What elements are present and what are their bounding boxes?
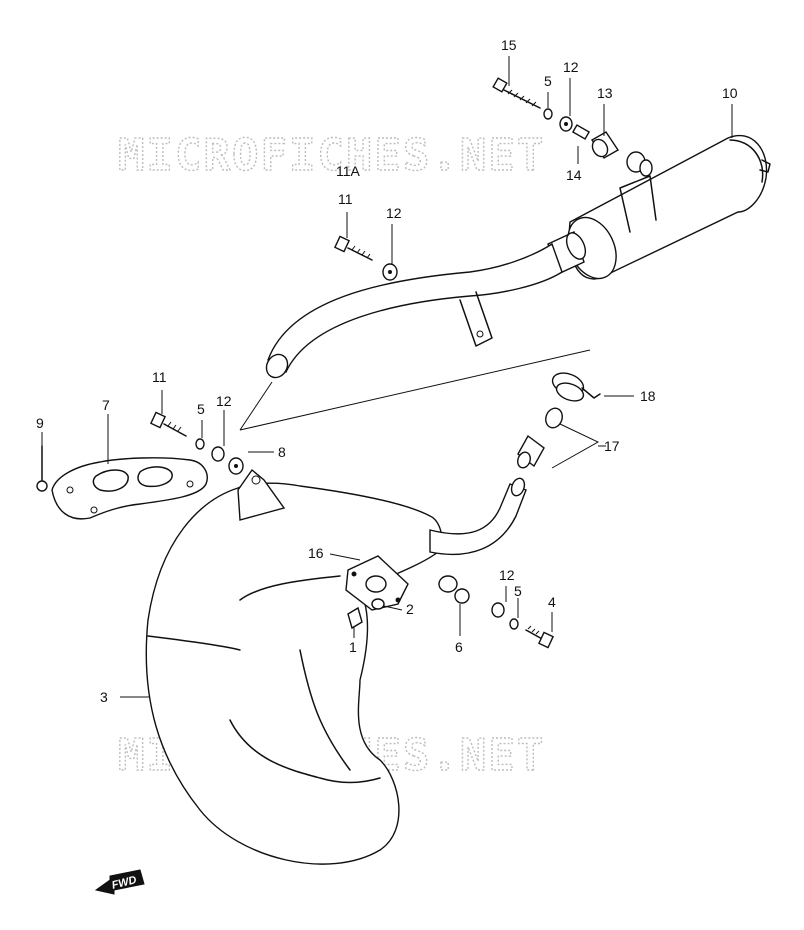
fwd-arrow-icon: FWD (94, 869, 145, 895)
bolt-11-upper[interactable] (334, 235, 373, 261)
washer-5-lower[interactable] (509, 618, 519, 630)
bolt-15[interactable] (492, 77, 541, 109)
callout-5-lower: 5 (514, 583, 522, 599)
callout-17: 17 (604, 438, 620, 454)
callout-5-top: 5 (544, 73, 552, 89)
leader-lines (41, 56, 733, 698)
callout-6: 6 (455, 639, 463, 655)
gasket-17[interactable] (516, 406, 565, 470)
heat-guard-7[interactable] (51, 457, 208, 520)
washer-12-top[interactable] (559, 116, 573, 132)
callout-12-mid: 12 (216, 393, 232, 409)
upper-pipe[interactable] (262, 242, 563, 381)
washer-5-top[interactable] (543, 108, 553, 120)
bolt-4[interactable] (525, 625, 554, 649)
flange-16[interactable] (345, 555, 409, 611)
collar-13[interactable] (589, 131, 619, 159)
nut-1[interactable] (347, 606, 363, 630)
assembly-line-upper (239, 349, 591, 431)
washer-8[interactable] (228, 457, 244, 475)
callout-11-lower: 11 (152, 369, 167, 385)
callout-13: 13 (597, 85, 613, 101)
clamp-18[interactable] (550, 369, 601, 404)
callout-labels: 15 5 12 13 10 14 11A 11 12 11 9 7 5 12 8… (36, 37, 738, 705)
bushing-14[interactable] (571, 124, 591, 140)
callout-1: 1 (349, 639, 357, 655)
washer-12-upper[interactable] (382, 263, 398, 281)
callout-5-mid: 5 (197, 401, 205, 417)
washer-12-lower[interactable] (491, 602, 505, 618)
grommet-10[interactable] (626, 151, 653, 177)
silencer[interactable] (547, 134, 771, 287)
gasket-leader (551, 423, 600, 469)
callout-3: 3 (100, 689, 108, 705)
callout-12-upper: 12 (386, 205, 402, 221)
rubber-mount-6[interactable] (438, 575, 470, 604)
callout-2: 2 (406, 601, 414, 617)
callout-8: 8 (278, 444, 286, 460)
callout-4: 4 (548, 594, 556, 610)
callout-10: 10 (722, 85, 738, 101)
screw-9[interactable] (36, 445, 48, 492)
callout-15: 15 (501, 37, 517, 53)
callout-11A: 11A (336, 163, 361, 179)
callout-16: 16 (308, 545, 324, 561)
expansion-chamber[interactable] (145, 468, 527, 865)
callout-9: 9 (36, 415, 44, 431)
washer-12-mid[interactable] (211, 446, 225, 462)
washer-5-mid[interactable] (195, 438, 205, 450)
bolt-11-lower[interactable] (150, 411, 187, 437)
callout-12-top: 12 (563, 59, 579, 75)
callout-7: 7 (102, 397, 110, 413)
watermark-top: MICROFICHES.NET (118, 130, 545, 181)
fwd-label: FWD (111, 874, 138, 892)
callout-14: 14 (566, 167, 582, 183)
callout-18: 18 (640, 388, 656, 404)
callout-12-lower: 12 (499, 567, 515, 583)
nut-2[interactable] (371, 598, 385, 610)
callout-11-upper: 11 (338, 191, 353, 207)
